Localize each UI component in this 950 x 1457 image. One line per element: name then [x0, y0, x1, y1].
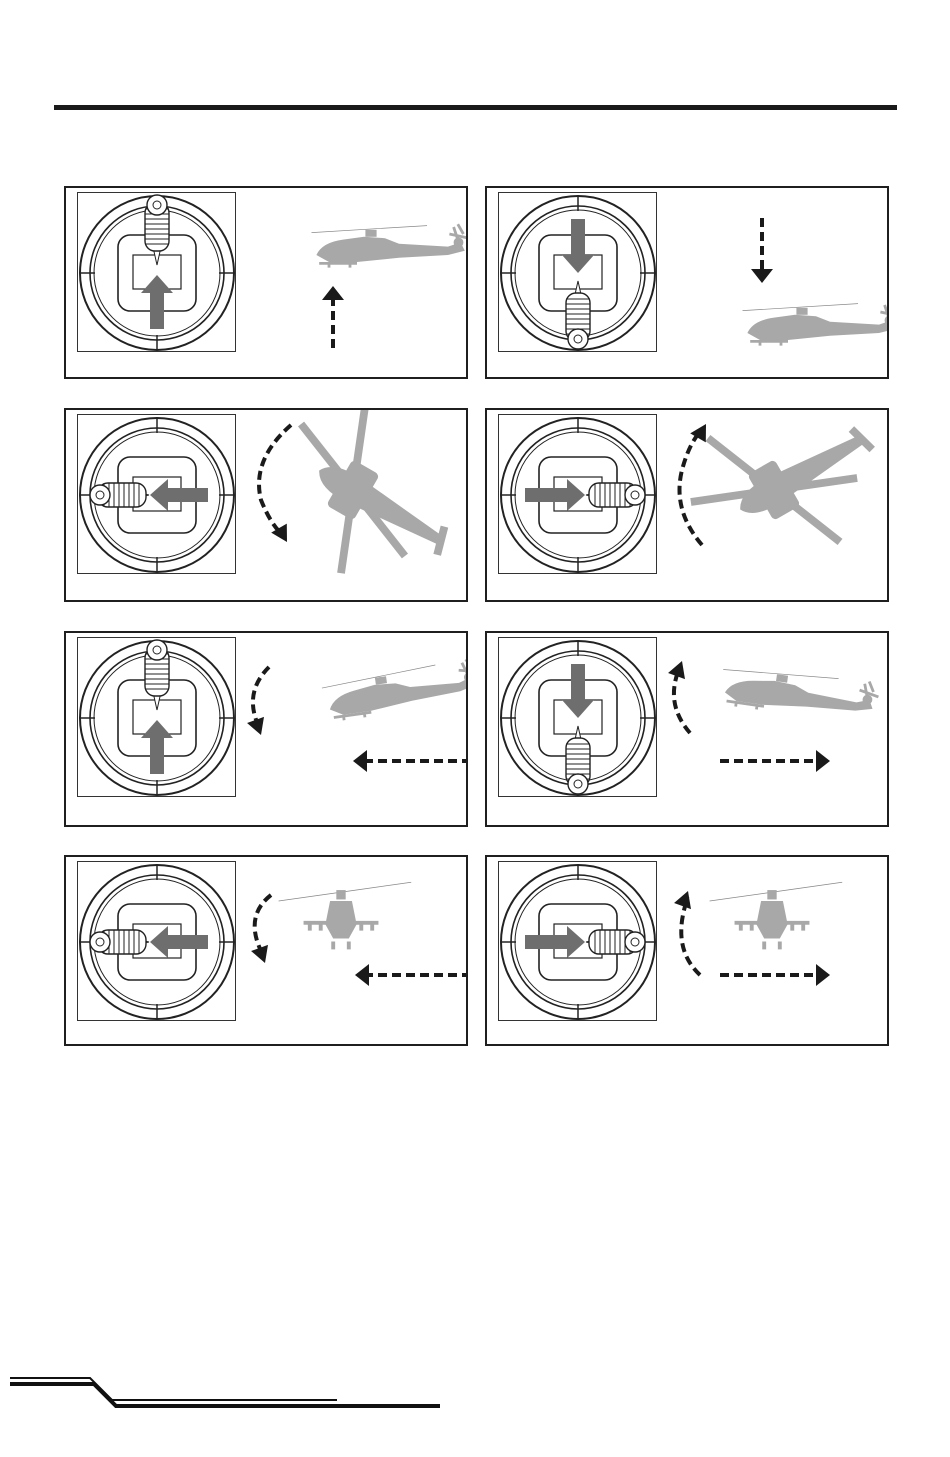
panel-aileron-left	[64, 855, 468, 1046]
panel-elevator-forward	[64, 631, 468, 827]
transmitter-stick-icon	[77, 192, 236, 352]
panel-elevator-back	[485, 631, 889, 827]
helicopter-top-icon	[241, 410, 466, 600]
helicopter-side-icon	[662, 198, 887, 368]
helicopter-front-icon	[662, 867, 887, 1037]
header-rule	[54, 105, 897, 110]
panel-rudder-left	[64, 408, 468, 602]
helicopter-side-icon	[241, 198, 466, 368]
panel-throttle-down	[485, 186, 889, 379]
helicopter-side-icon	[241, 643, 466, 813]
panel-aileron-right	[485, 855, 889, 1046]
helicopter-front-icon	[241, 867, 466, 1037]
footer-rule	[0, 1370, 950, 1430]
transmitter-stick-icon	[77, 861, 236, 1021]
transmitter-stick-icon	[77, 414, 236, 574]
helicopter-side-icon	[662, 643, 887, 813]
transmitter-stick-icon	[498, 861, 657, 1021]
helicopter-top-icon	[662, 410, 887, 600]
transmitter-stick-icon	[498, 192, 657, 352]
panel-throttle-up	[64, 186, 468, 379]
panel-rudder-right	[485, 408, 889, 602]
transmitter-stick-icon	[498, 414, 657, 574]
transmitter-stick-icon	[77, 637, 236, 797]
transmitter-stick-icon	[498, 637, 657, 797]
